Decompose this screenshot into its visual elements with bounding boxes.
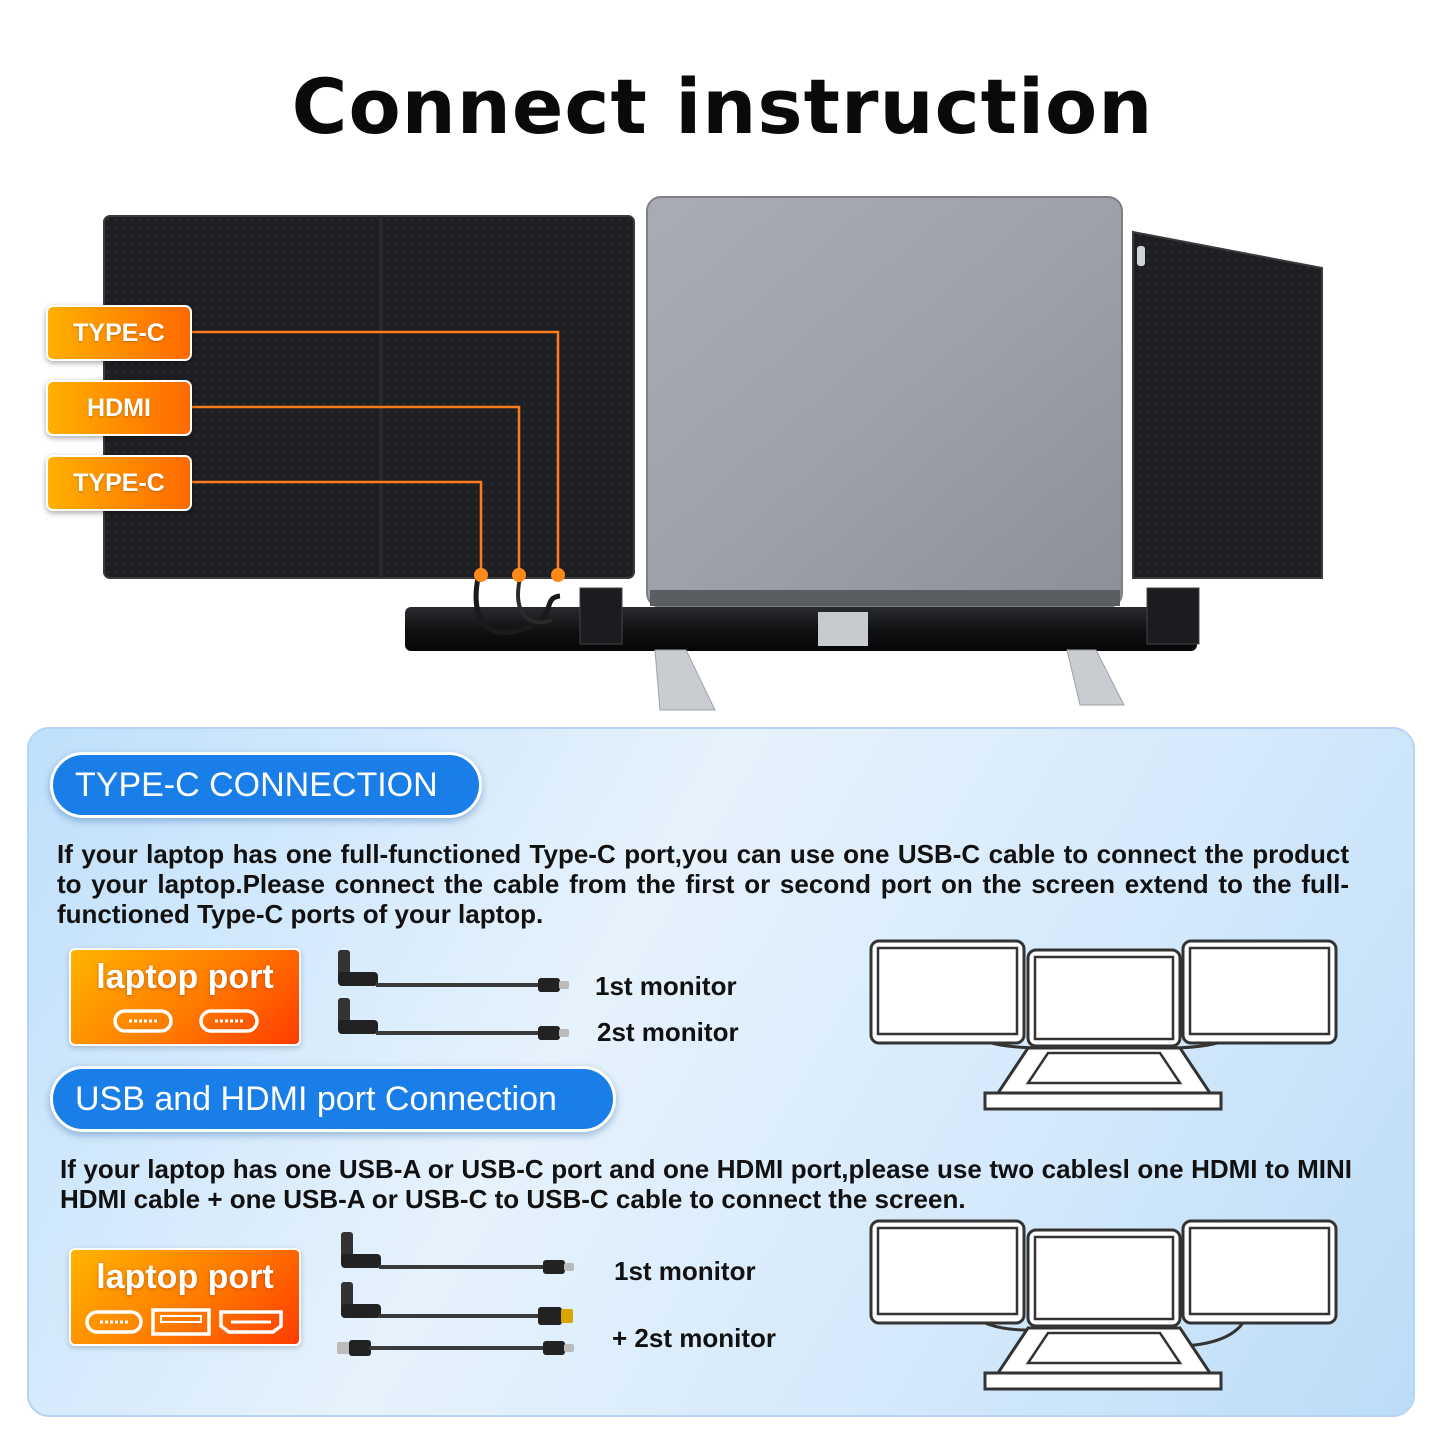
triple-monitor-diagram-icon [869,939,1338,1111]
usb-hdmi-laptop-port-card: laptop port [69,1248,301,1346]
usb-c-cable-icon [338,950,569,1040]
typec-connection-heading: TYPE-C CONNECTION [50,752,482,818]
usb-c-port-icon [113,1009,259,1033]
hdmi-port-icon [219,1310,283,1334]
page-title: Connect instruction [291,62,1154,151]
typec-monitor-1-label: 1st monitor [595,971,737,1001]
typec-laptop-port-card: laptop port [69,948,301,1046]
usb-hdmi-monitor-2-label: + 2st monitor [612,1323,776,1353]
port-tag-hdmi: HDMI [46,380,192,436]
usb-hdmi-connection-heading: USB and HDMI port Connection [50,1066,616,1132]
laptop-port-label: laptop port [96,1258,274,1296]
product-illustration: TYPE-C HDMI TYPE-C [0,180,1445,720]
port-tag-typec-1: TYPE-C [46,305,192,361]
triple-monitor-diagram-icon [869,1219,1338,1391]
usb-hdmi-monitor-1-label: 1st monitor [614,1256,756,1286]
laptop-port-icons [85,1308,283,1336]
triple-monitor-product-image [103,196,1323,711]
hdmi-and-usb-cable-icon [337,1232,574,1356]
usb-hdmi-description: If your laptop has one USB-A or USB-C po… [60,1154,1352,1214]
typec-description: If your laptop has one full-functioned T… [57,839,1349,929]
port-tag-typec-2: TYPE-C [46,455,192,511]
typec-monitor-2-label: 2st monitor [597,1017,739,1047]
usb-a-port-icon [151,1308,211,1336]
laptop-port-label: laptop port [96,958,274,996]
usb-c-port-icon [85,1310,143,1334]
